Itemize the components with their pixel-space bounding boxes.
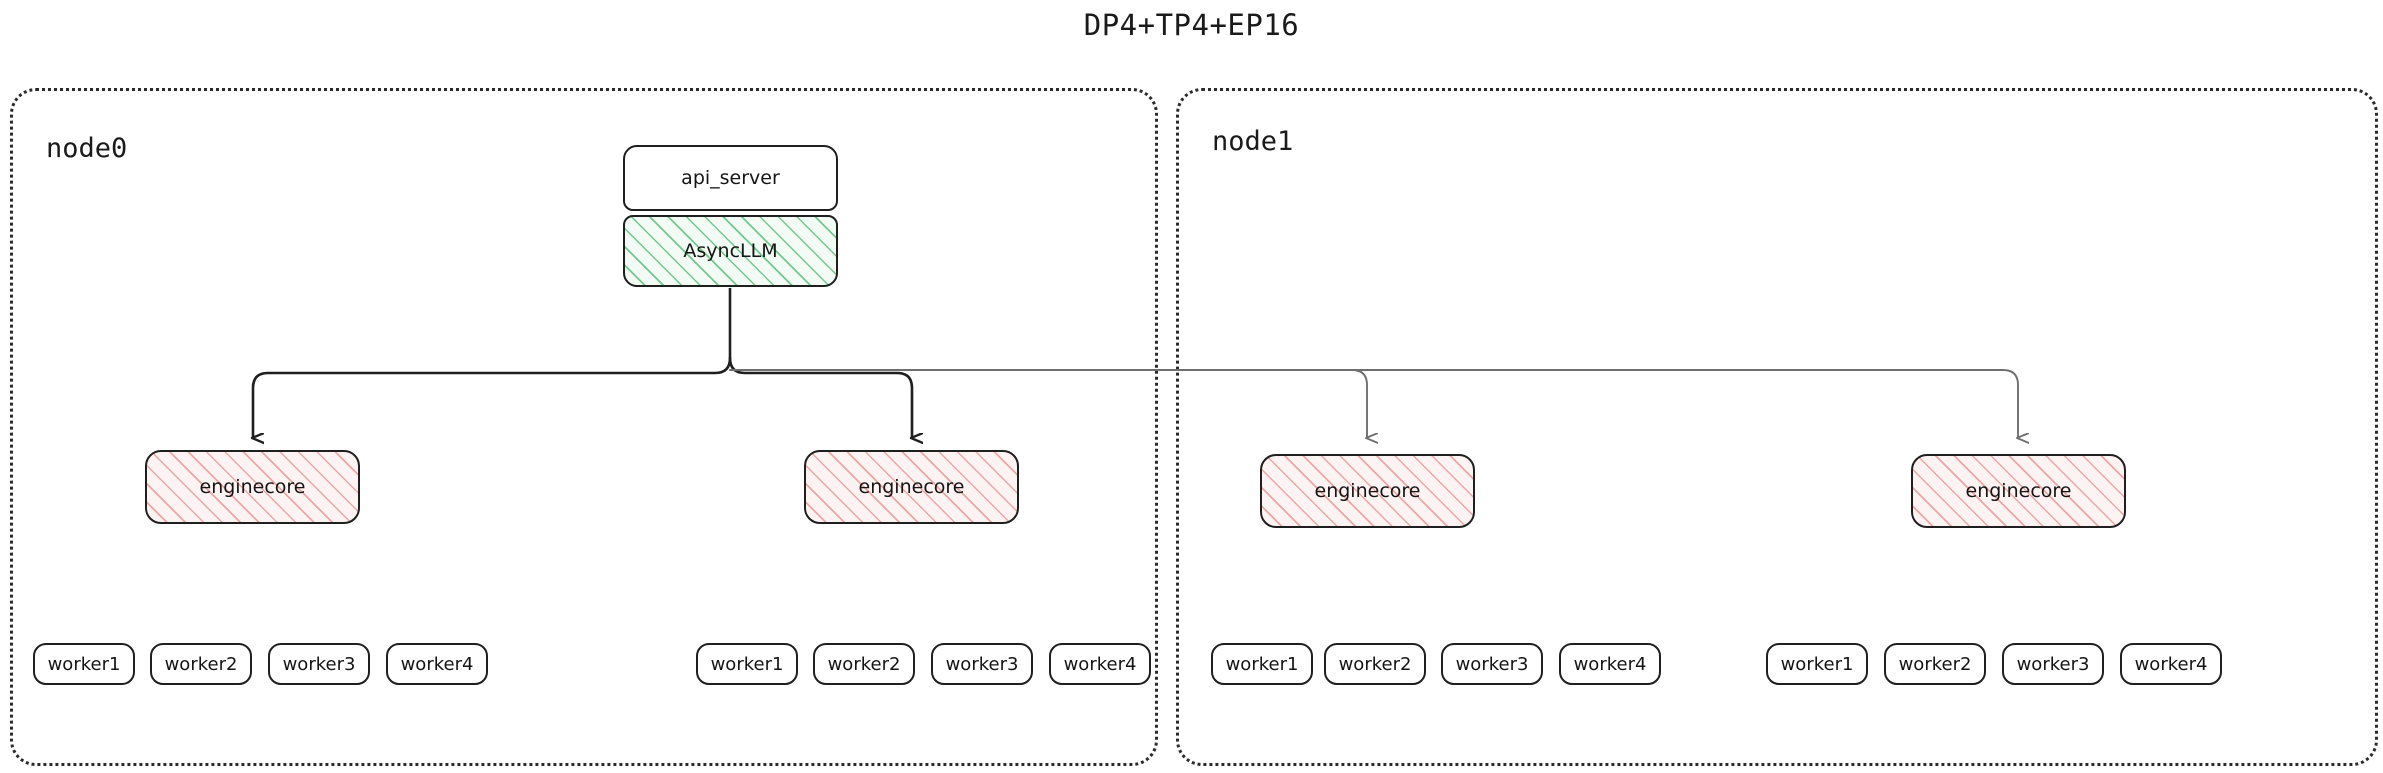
async-llm-box[interactable]: AsyncLLM [623,215,838,287]
worker-box[interactable]: worker1 [1211,643,1313,685]
worker-box[interactable]: worker3 [931,643,1033,685]
enginecore-box-node1-0[interactable]: enginecore [1260,454,1475,528]
diagram-title: DP4+TP4+EP16 [1083,8,1300,42]
worker-box[interactable]: worker2 [1884,643,1986,685]
worker-box[interactable]: worker4 [1049,643,1151,685]
worker-box[interactable]: worker3 [2002,643,2104,685]
worker-box[interactable]: worker2 [1324,643,1426,685]
enginecore-box-node0-1[interactable]: enginecore [804,450,1019,524]
worker-box[interactable]: worker1 [33,643,135,685]
worker-box[interactable]: worker4 [2120,643,2222,685]
worker-box[interactable]: worker4 [1559,643,1661,685]
enginecore-box-node1-1[interactable]: enginecore [1911,454,2126,528]
node-label-node1: node1 [1212,126,1294,157]
worker-box[interactable]: worker2 [813,643,915,685]
worker-box[interactable]: worker4 [386,643,488,685]
api-server-box[interactable]: api_server [623,145,838,211]
node-label-node0: node0 [46,133,128,164]
worker-box[interactable]: worker3 [1441,643,1543,685]
worker-box[interactable]: worker3 [268,643,370,685]
worker-box[interactable]: worker2 [150,643,252,685]
worker-box[interactable]: worker1 [696,643,798,685]
worker-box[interactable]: worker1 [1766,643,1868,685]
enginecore-box-node0-0[interactable]: enginecore [145,450,360,524]
